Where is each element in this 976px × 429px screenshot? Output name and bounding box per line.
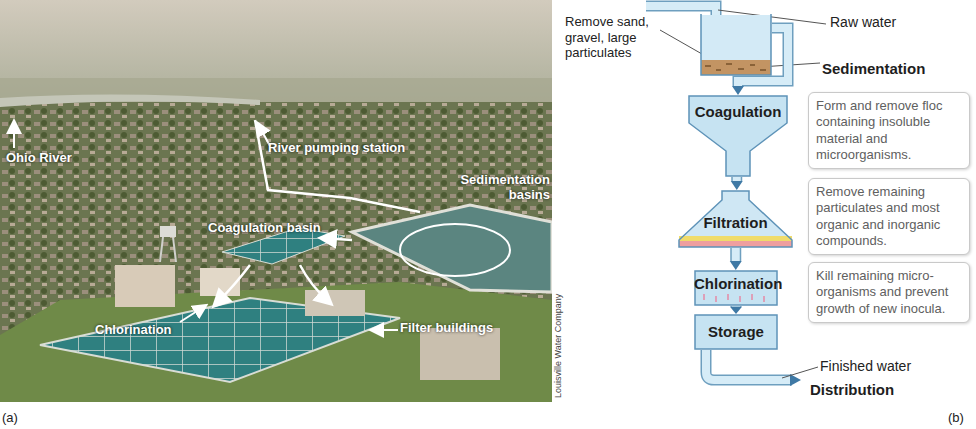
photo-label: Coagulation basin xyxy=(208,220,321,235)
step-note: Remove sand, gravel, large particulates xyxy=(565,14,657,61)
flow-loop xyxy=(400,224,510,276)
pipe-connector xyxy=(731,177,743,190)
tank-wall xyxy=(701,14,771,75)
pipe-outline xyxy=(730,248,741,261)
flow-arrow xyxy=(300,265,330,303)
step-name: Chlorination xyxy=(694,275,778,292)
gravel-grain xyxy=(705,64,766,70)
gravel xyxy=(701,60,771,75)
gravel-layer xyxy=(679,241,792,247)
chlorine-marks xyxy=(704,294,764,302)
flask-outline xyxy=(679,191,792,247)
building xyxy=(305,290,365,316)
pipe-connector xyxy=(730,248,742,270)
pipe-water xyxy=(732,248,740,261)
flask-fill xyxy=(679,191,792,247)
water-tower xyxy=(160,226,176,237)
leader-line xyxy=(782,367,818,378)
town xyxy=(0,102,552,402)
pipe-connector xyxy=(732,28,788,95)
step-description: Kill remaining micro-organisms and preve… xyxy=(816,268,962,317)
photo-credit: Louisville Water Company xyxy=(553,294,563,398)
chlorination-tank: Chlorination xyxy=(694,270,778,306)
photo-label: Ohio River xyxy=(6,150,72,165)
sand-layer xyxy=(679,236,792,241)
coagulation-funnel: Coagulation xyxy=(688,95,788,177)
flow-arrow xyxy=(322,238,352,240)
building xyxy=(420,328,500,380)
tank-water xyxy=(701,15,771,75)
pipe-outline xyxy=(731,177,742,181)
step-name: Sedimentation xyxy=(822,60,925,77)
funnel-outline xyxy=(689,96,787,176)
step-description: Remove remaining particulates and most o… xyxy=(816,184,962,249)
flow-label: Distribution xyxy=(810,381,894,398)
tank-outline xyxy=(695,315,777,349)
photo-label: Filter buildings xyxy=(400,320,493,335)
flow-arrow xyxy=(215,265,250,305)
description-box: Kill remaining micro-organisms and preve… xyxy=(808,262,970,323)
step-description: Form and remove floc containing insolubl… xyxy=(816,98,962,163)
flow-line xyxy=(255,120,420,212)
flow-arrowhead xyxy=(730,307,742,314)
filtration-flask: Filtration xyxy=(678,190,793,248)
label-arrow xyxy=(180,306,205,322)
outlet-pipe xyxy=(706,350,792,380)
lawn xyxy=(0,282,552,402)
step-name: Coagulation xyxy=(688,103,788,120)
sedimentation-tank: Sedimentation xyxy=(700,14,772,76)
tank-outline xyxy=(695,271,777,305)
description-box: Remove remaining particulates and most o… xyxy=(808,178,970,255)
flow-arrowhead xyxy=(731,181,743,190)
pipe-water xyxy=(732,302,740,311)
outlet-pipe xyxy=(706,350,792,380)
aerial-photo xyxy=(0,0,552,402)
description-box: Form and remove floc containing insolubl… xyxy=(808,92,970,169)
label-arrow xyxy=(13,122,15,148)
flow-arrowhead xyxy=(732,86,744,95)
sky xyxy=(0,0,552,110)
photo-label: River pumping station xyxy=(268,140,405,155)
sedimentation-basin xyxy=(352,205,552,292)
pipe-outline xyxy=(738,28,788,86)
step-name: Filtration xyxy=(678,214,793,231)
photo-label: Chlorination xyxy=(95,322,172,337)
outlet-arrow xyxy=(790,374,801,386)
pipe-outline xyxy=(731,301,742,313)
tower-legs xyxy=(160,237,176,262)
pipe-water xyxy=(738,28,788,86)
river xyxy=(0,94,260,107)
flow-label: Raw water xyxy=(830,14,896,30)
panel-letter: (a) xyxy=(2,410,18,425)
pipe-connector xyxy=(730,306,742,314)
storage-tank: Storage xyxy=(694,314,778,350)
flow-label: Finished water xyxy=(820,358,911,374)
pipe-water xyxy=(733,177,741,181)
label-arrow xyxy=(372,329,398,331)
building xyxy=(200,268,240,296)
building xyxy=(115,265,175,307)
panel-letter: (b) xyxy=(948,410,964,425)
tank-shape xyxy=(700,14,772,76)
step-name: Storage xyxy=(694,323,778,340)
photo-label: Sedimentation basins xyxy=(452,172,550,202)
flow-arrowhead xyxy=(730,261,742,270)
